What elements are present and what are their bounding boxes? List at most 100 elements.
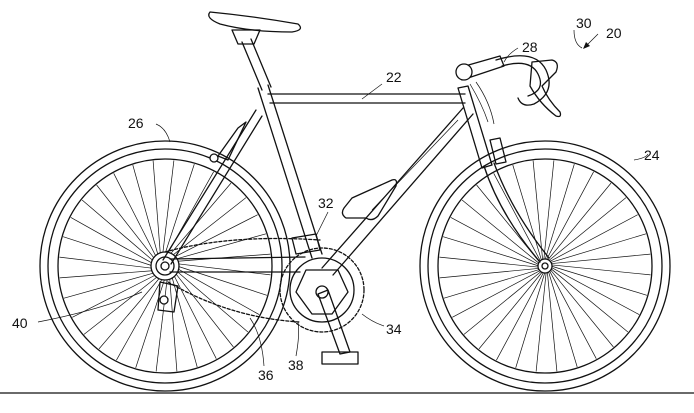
- spoke: [152, 160, 161, 255]
- spoke: [548, 270, 597, 359]
- ref-label-28: 28: [522, 39, 538, 55]
- chain-lower-run: [167, 281, 301, 323]
- spoke: [72, 274, 157, 318]
- spoke: [132, 164, 159, 257]
- seat-tube-right: [267, 84, 323, 255]
- spoke: [62, 236, 154, 267]
- seat-stay-lower: [170, 115, 263, 265]
- spoke: [162, 160, 175, 255]
- spoke: [439, 267, 540, 279]
- spoke: [442, 236, 540, 267]
- down-tube-lower: [332, 113, 474, 276]
- ref-label-24: 24: [644, 147, 660, 163]
- spoke: [512, 164, 543, 262]
- seat-post-left: [241, 41, 263, 91]
- spoke: [550, 268, 629, 333]
- spoke: [496, 271, 545, 361]
- ref-label-26: 26: [128, 115, 144, 131]
- spoke: [549, 214, 638, 263]
- leader-38: [295, 321, 300, 357]
- spoke: [81, 199, 155, 262]
- ref-label-36: 36: [258, 367, 274, 383]
- leader-28: [503, 47, 519, 63]
- front-rim: [437, 158, 653, 374]
- cockpit: [455, 55, 562, 125]
- ref-label-32: 32: [318, 195, 334, 211]
- reference-labels: 22 26 24 28 30 20 32 34 36 38 40: [12, 15, 660, 383]
- brake-cable-housing: [469, 83, 489, 123]
- saddle: [208, 11, 302, 33]
- spoke: [164, 163, 195, 255]
- derailleur-pulley: [159, 295, 169, 305]
- spoke: [116, 277, 164, 361]
- ref-label-38: 38: [288, 357, 304, 373]
- ref-label-34: 34: [386, 321, 402, 337]
- frame: [162, 84, 550, 276]
- leader-26: [155, 123, 171, 143]
- spoke: [547, 182, 612, 261]
- rear-rim: [57, 158, 273, 374]
- spoke: [176, 263, 271, 276]
- ref-label-20: 20: [606, 25, 622, 41]
- rear-spokes: [59, 160, 271, 372]
- spoke: [59, 256, 154, 269]
- leader-36: [249, 317, 265, 367]
- spoke: [113, 173, 157, 258]
- spoke: [548, 197, 627, 262]
- head-tube: [457, 85, 493, 169]
- spoke: [493, 173, 542, 262]
- chainring-small: [289, 257, 355, 323]
- crank-spider: [295, 269, 349, 315]
- spoke: [173, 214, 258, 258]
- shift-cable-housing: [475, 81, 495, 125]
- spoke: [515, 271, 546, 369]
- front-hub-axle: [541, 262, 549, 270]
- handlebar-drop-inner: [501, 62, 542, 97]
- spoke: [169, 182, 232, 256]
- rear-brake-bolt: [209, 153, 219, 163]
- handlebar-drop: [495, 55, 550, 106]
- spoke: [550, 265, 648, 296]
- spoke: [550, 253, 651, 265]
- spoke: [135, 277, 166, 369]
- spoke: [174, 272, 234, 348]
- chain-stay-upper: [169, 256, 306, 260]
- spoke: [550, 266, 640, 315]
- spoke: [532, 160, 544, 261]
- spoke: [543, 160, 555, 261]
- arrow-20: [583, 42, 590, 49]
- seat-post-right: [250, 38, 272, 88]
- spoke: [173, 274, 217, 359]
- rear-hub-axle: [160, 261, 170, 271]
- seat-tube-left: [257, 87, 313, 259]
- spoke: [63, 272, 156, 299]
- spoke: [546, 271, 558, 372]
- spoke: [83, 275, 159, 335]
- leader-22: [361, 83, 383, 100]
- spoke: [452, 269, 541, 318]
- spoke: [174, 233, 267, 260]
- spoke: [70, 217, 154, 265]
- ref-label-30: 30: [576, 15, 592, 31]
- spoke: [478, 271, 543, 350]
- front-spokes: [439, 160, 651, 372]
- spoke: [463, 270, 542, 335]
- spoke: [550, 264, 651, 276]
- chain-upper-run: [164, 237, 321, 253]
- spoke: [450, 217, 540, 266]
- front-tire-inner: [427, 148, 663, 384]
- spoke: [59, 270, 154, 279]
- fork-front-blade: [493, 162, 550, 259]
- spoke: [175, 270, 249, 333]
- rear-tire-inner: [47, 148, 283, 384]
- leader-24: [633, 153, 649, 161]
- leader-40: [37, 291, 143, 323]
- leader-32: [315, 211, 329, 237]
- spoke: [535, 271, 547, 372]
- rear-tire-outer: [39, 140, 291, 392]
- spoke: [439, 256, 540, 268]
- ref-label-40: 40: [12, 315, 28, 331]
- bottle-cage: [341, 178, 398, 221]
- front-brake-caliper: [489, 137, 507, 165]
